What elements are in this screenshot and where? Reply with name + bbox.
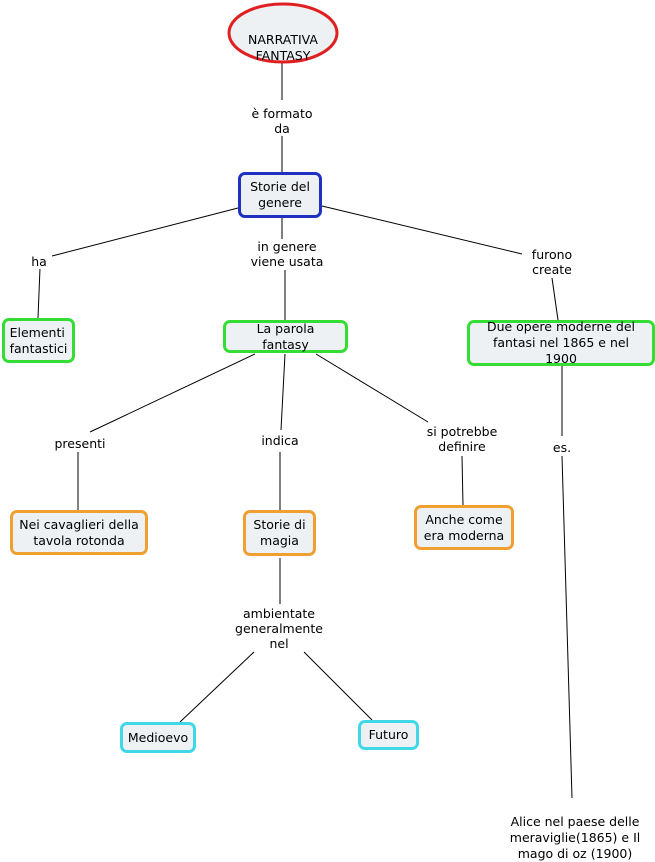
node-label: Elementi fantastici: [9, 324, 68, 356]
link-label-ha: ha: [26, 254, 52, 269]
link-es-alice: [561, 455, 573, 799]
node-elementi-fantastici[interactable]: Elementi fantastici: [2, 318, 75, 363]
node-storie-del-genere[interactable]: Storie del genere: [238, 172, 322, 218]
node-narrativa-fantasy[interactable]: NARRATIVA FANTASY: [236, 16, 330, 64]
link-ambientate-futuro: [303, 651, 373, 721]
node-label: Nei cavaglieri della tavola rotonda: [19, 516, 139, 548]
root-ellipse: [227, 2, 339, 64]
link-parola-si: [315, 353, 429, 423]
link-label-in-genere: in genere viene usata: [240, 239, 334, 269]
link-label-ambientate: ambientate generalmente nel: [232, 606, 326, 651]
node-label: Anche come era moderna: [423, 511, 505, 543]
link-ambientate-medioevo: [179, 651, 255, 723]
node-medioevo[interactable]: Medioevo: [120, 722, 196, 753]
node-label: Storie di magia: [253, 517, 306, 548]
node-label: Due opere moderne del fantasi nel 1865 e…: [486, 319, 636, 366]
node-label: Futuro: [368, 727, 409, 742]
node-label: La parola fantasy: [256, 320, 315, 352]
link-label-e-formato-da: è formato da: [244, 106, 320, 136]
node-due-opere-moderne[interactable]: Due opere moderne del fantasi nel 1865 e…: [467, 319, 655, 366]
node-anche-come-era-moderna[interactable]: Anche come era moderna: [414, 505, 514, 550]
node-storie-di-magia[interactable]: Storie di magia: [243, 510, 316, 556]
node-futuro[interactable]: Futuro: [358, 720, 419, 750]
node-label: NARRATIVA FANTASY: [248, 32, 318, 63]
link-parola-indica: [280, 353, 286, 431]
node-alice-mago-di-oz[interactable]: Alice nel paese delle meraviglie(1865) e…: [500, 798, 650, 862]
link-storie-furono: [321, 205, 523, 255]
link-label-indica: indica: [256, 433, 304, 448]
node-label: Medioevo: [127, 729, 189, 745]
node-parola-fantasy[interactable]: La parola fantasy: [223, 320, 348, 353]
link-furono-opere: [551, 277, 559, 321]
node-cavaglieri-tavola-rotonda[interactable]: Nei cavaglieri della tavola rotonda: [10, 510, 148, 555]
link-label-si-potrebbe: si potrebbe definire: [418, 424, 506, 454]
node-label: Storie del genere: [250, 179, 310, 210]
node-label: Alice nel paese delle meraviglie(1865) e…: [509, 814, 641, 861]
link-parola-presenti: [89, 353, 256, 433]
link-label-presenti: presenti: [50, 436, 110, 451]
link-storie-ha: [51, 207, 239, 257]
link-label-furono-create: furono create: [522, 247, 582, 277]
link-si-anche: [461, 455, 464, 507]
link-ha-elementi: [37, 267, 41, 319]
link-label-es: es.: [548, 440, 576, 455]
